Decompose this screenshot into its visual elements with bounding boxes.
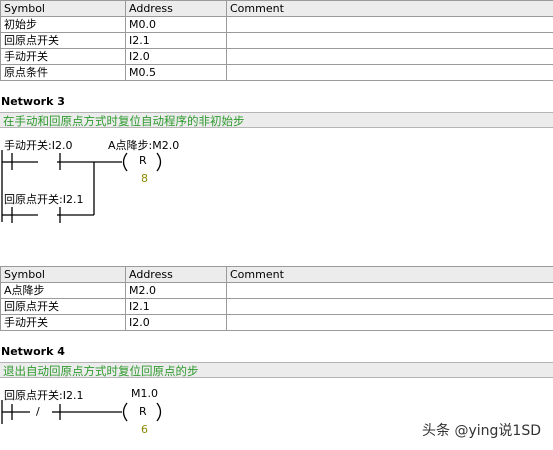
table-row[interactable]: 原点条件 M0.5 [0,64,553,81]
network3-coil-op: R [139,154,147,167]
symbol-table-2: Symbol Address Comment A点降步 M2.0 回原点开关 I… [0,266,553,331]
network3-contact1-label: 手动开关:I2.0 [4,139,73,152]
cell-address[interactable]: M0.0 [125,16,227,33]
network3-comment[interactable]: 在手动和回原点方式时复位自动程序的非初始步 [0,112,553,128]
table-row[interactable]: 手动开关 I2.0 [0,48,553,65]
cell-comment[interactable] [226,314,553,331]
network4-coil-label: M1.0 [131,387,158,400]
network3-coil-label: A点降步:M2.0 [108,139,180,152]
symbol-table-1: Symbol Address Comment 初始步 M0.0 回原点开关 I2… [0,0,553,81]
header-address[interactable]: Address [125,266,227,283]
header-symbol[interactable]: Symbol [0,0,126,17]
table-row[interactable]: 初始步 M0.0 [0,16,553,33]
network3-contact2-label: 回原点开关:I2.1 [4,193,84,206]
watermark-text: 头条 @ying说1SD [422,423,541,439]
table-row[interactable]: 手动开关 I2.0 [0,314,553,331]
network4-contact-label: 回原点开关:I2.1 [4,389,84,402]
cell-symbol[interactable]: 手动开关 [0,314,126,331]
cell-symbol[interactable]: 原点条件 [0,64,126,81]
coil-left-paren [122,152,128,172]
cell-comment[interactable] [226,282,553,299]
header-comment[interactable]: Comment [226,266,553,283]
network4-title[interactable]: Network 4 [1,345,65,358]
cell-comment[interactable] [226,64,553,81]
cell-comment[interactable] [226,298,553,315]
cell-comment[interactable] [226,32,553,49]
cell-address[interactable]: M0.5 [125,64,227,81]
table-header-row: Symbol Address Comment [0,266,553,283]
network3-coil-count: 8 [141,172,148,185]
coil-right-paren [156,152,162,172]
network3-title[interactable]: Network 3 [1,95,65,108]
network4-contact-symbol: / [36,405,40,418]
cell-comment[interactable] [226,16,553,33]
header-comment[interactable]: Comment [226,0,553,17]
table-row[interactable]: 回原点开关 I2.1 [0,298,553,315]
table-header-row: Symbol Address Comment [0,0,553,17]
cell-address[interactable]: I2.0 [125,48,227,65]
network4-comment[interactable]: 退出自动回原点方式时复位回原点的步 [0,362,553,378]
network4-coil-op: R [139,405,147,418]
header-symbol[interactable]: Symbol [0,266,126,283]
header-address[interactable]: Address [125,0,227,17]
network4-coil-count: 6 [141,423,148,436]
